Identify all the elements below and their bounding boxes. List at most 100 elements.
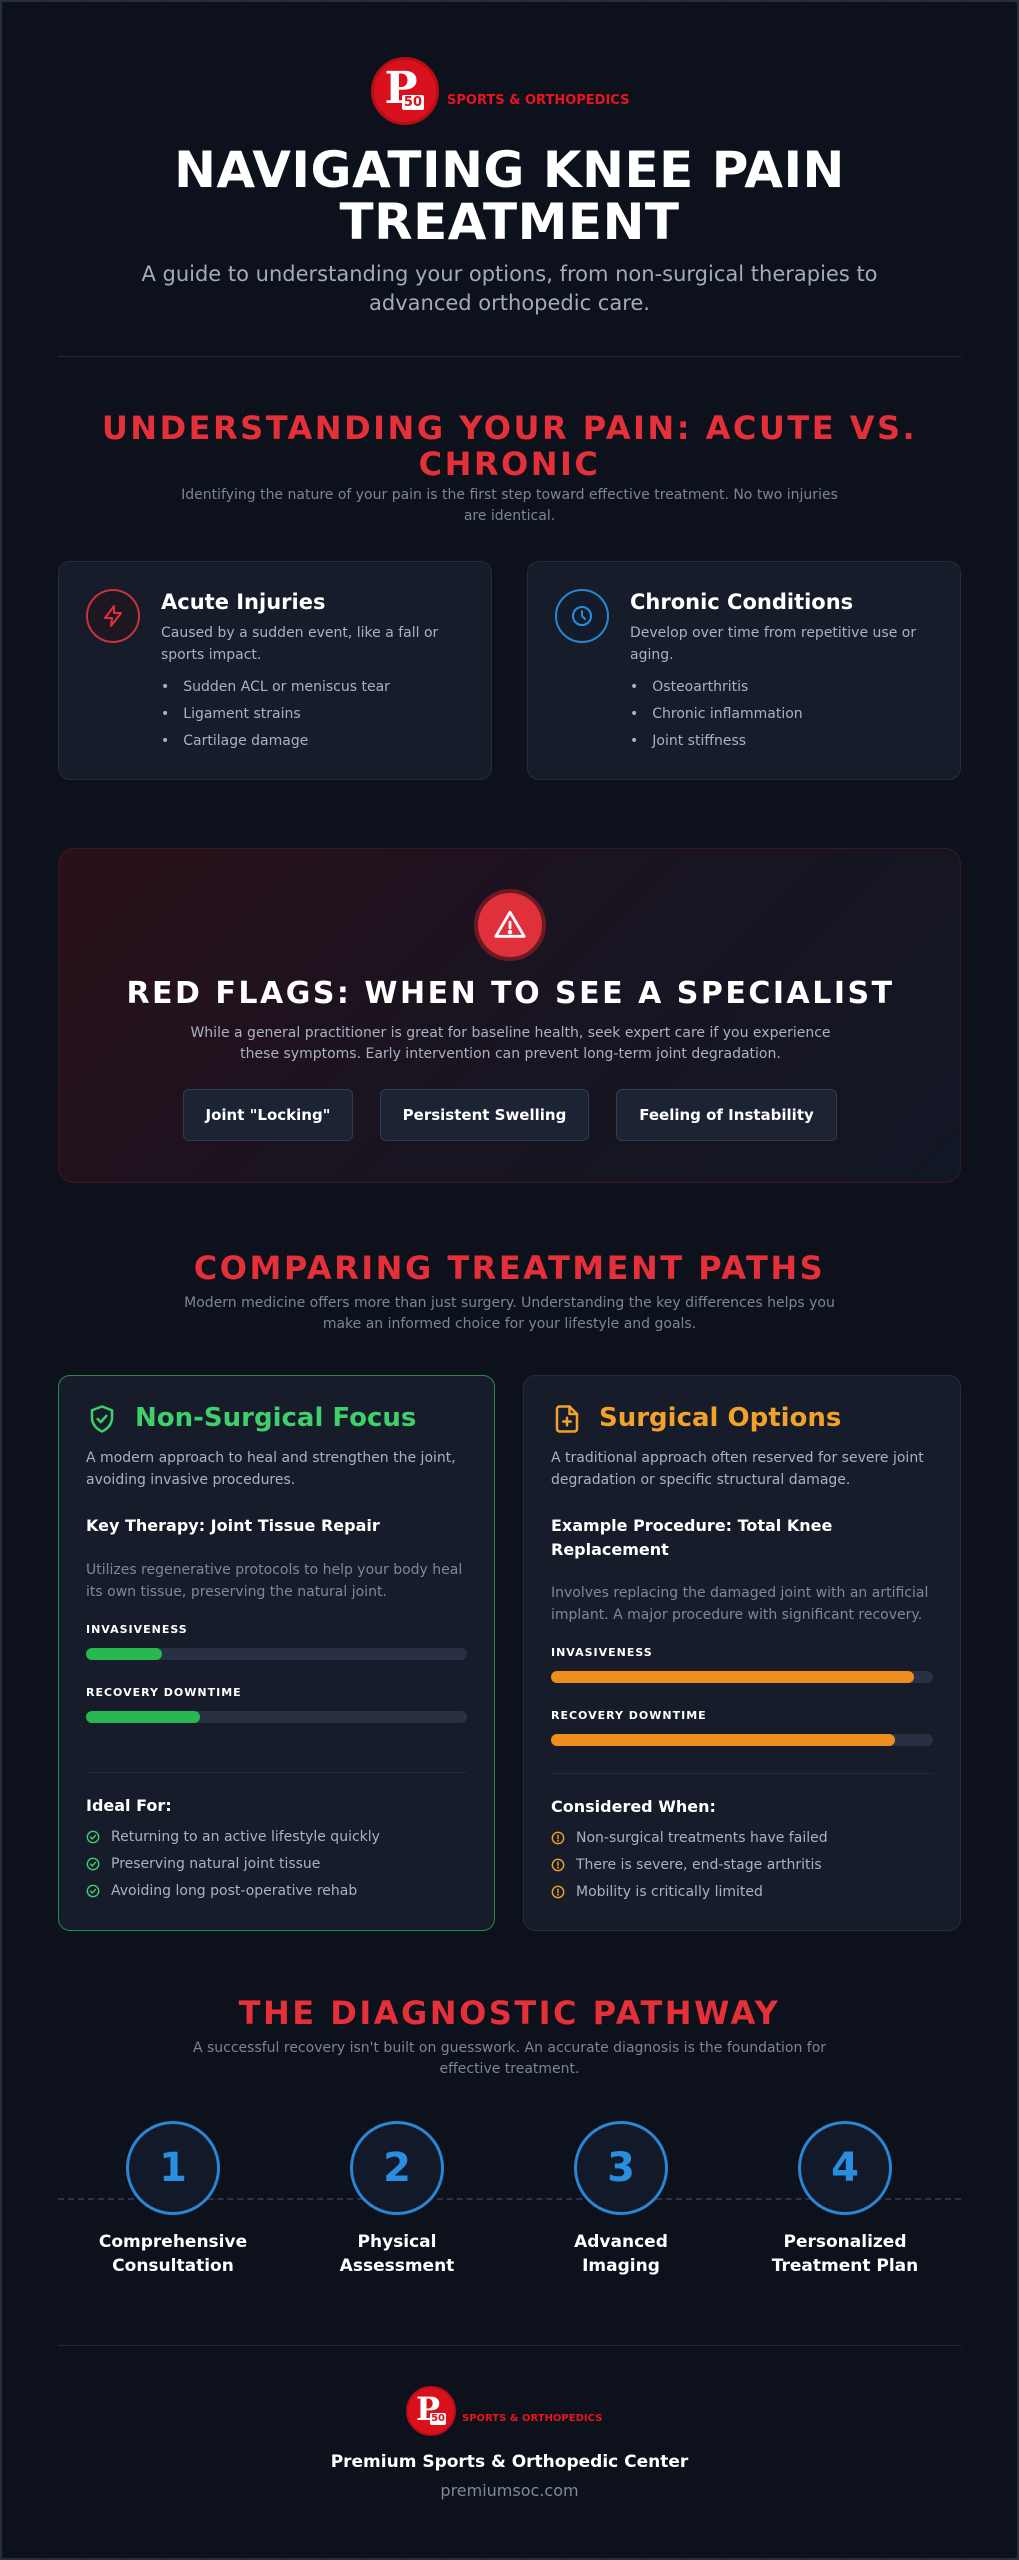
pathway-connector-line bbox=[58, 2198, 961, 2200]
logo-number: 50 bbox=[430, 2413, 446, 2425]
step-3-label-line1: Advanced bbox=[574, 2232, 668, 2252]
logo-number: 50 bbox=[401, 95, 424, 110]
pathway-section-title: THE DIAGNOSTIC PATHWAY bbox=[238, 1994, 781, 2032]
surgical-key-title: Example Procedure: Total Knee Replacemen… bbox=[551, 1514, 832, 1562]
list-item: Joint stiffness bbox=[630, 728, 803, 755]
page-subtitle: A guide to understanding your options, f… bbox=[0, 260, 1019, 318]
invasiveness-bar-fill bbox=[86, 1648, 163, 1660]
list-item-text: Mobility is critically limited bbox=[576, 1883, 763, 1900]
surgical-key-title-line1: Example Procedure: Total Knee bbox=[551, 1516, 833, 1535]
step-2-label: Physical Assessment bbox=[297, 2230, 497, 2278]
flag-feeling-instability[interactable]: Feeling of Instability bbox=[616, 1089, 837, 1141]
alert-circle-icon bbox=[551, 1885, 565, 1898]
invasiveness-label: INVASIVENESS bbox=[86, 1623, 188, 1636]
step-1-label: Comprehensive Consultation bbox=[73, 2230, 273, 2278]
chronic-desc-line1: Develop over time from repetitive use or bbox=[630, 625, 917, 641]
pathway-subtitle-line2: effective treatment. bbox=[439, 2061, 580, 2077]
check-circle-icon bbox=[86, 1830, 100, 1843]
flag-persistent-swelling[interactable]: Persistent Swelling bbox=[380, 1089, 589, 1141]
list-item: Cartilage damage bbox=[161, 728, 390, 755]
invasiveness-bar-fill bbox=[551, 1671, 914, 1683]
page-subtitle-line2: advanced orthopedic care. bbox=[369, 291, 650, 315]
acute-title: Acute Injuries bbox=[161, 590, 326, 614]
logo-tagline: SPORTS & ORTHOPEDICS bbox=[462, 2412, 603, 2424]
compare-subtitle-line2: make an informed choice for your lifesty… bbox=[322, 1316, 697, 1332]
compare-subtitle-line1: Modern medicine offers more than just su… bbox=[184, 1295, 835, 1311]
brand-logo[interactable]: P 50 Premium SPORTS & ORTHOPEDICS bbox=[371, 57, 629, 125]
pain-subtitle-line1: Identifying the nature of your pain is t… bbox=[181, 487, 838, 503]
non-surgical-key-desc-line2: its own tissue, preserving the natural j… bbox=[86, 1584, 387, 1600]
step-2-circle: 2 bbox=[350, 2121, 444, 2215]
compare-section-subtitle: Modern medicine offers more than just su… bbox=[0, 1293, 1019, 1335]
step-3-label-line2: Imaging bbox=[582, 2256, 660, 2276]
recovery-downtime-bar bbox=[551, 1734, 933, 1746]
non-surgical-desc-line2: avoiding invasive procedures. bbox=[86, 1472, 296, 1488]
step-3-label: Advanced Imaging bbox=[521, 2230, 721, 2278]
logo-name: Premium bbox=[462, 2395, 533, 2412]
surgical-desc-line1: A traditional approach often reserved fo… bbox=[551, 1450, 924, 1466]
alert-circle-icon bbox=[551, 1858, 565, 1871]
step-1-label-line2: Consultation bbox=[112, 2256, 234, 2276]
step-2-label-line2: Assessment bbox=[339, 2256, 455, 2276]
list-item: There is severe, end-stage arthritis bbox=[551, 1851, 828, 1878]
section-divider bbox=[58, 356, 961, 357]
surgical-key-desc: Involves replacing the damaged joint wit… bbox=[551, 1582, 928, 1626]
shield-check-icon bbox=[90, 1405, 114, 1433]
page-title-line1: NAVIGATING KNEE PAIN bbox=[174, 141, 845, 199]
card-divider bbox=[86, 1772, 467, 1773]
logo-wordmark: Premium SPORTS & ORTHOPEDICS bbox=[447, 72, 629, 110]
list-item-text: Preserving natural joint tissue bbox=[111, 1855, 321, 1872]
red-flags-panel: RED FLAGS: WHEN TO SEE A SPECIALIST Whil… bbox=[58, 848, 961, 1183]
flag-joint-locking[interactable]: Joint "Locking" bbox=[183, 1089, 353, 1141]
list-item: Chronic inflammation bbox=[630, 701, 802, 728]
chronic-title: Chronic Conditions bbox=[630, 590, 854, 614]
footer-logo[interactable]: P 50 Premium SPORTS & ORTHOPEDICS bbox=[406, 2386, 602, 2436]
footer-org-name: Premium Sports & Orthopedic Center bbox=[330, 2452, 689, 2472]
step-2-label-line1: Physical bbox=[357, 2232, 437, 2252]
ideal-for-title: Ideal For: bbox=[86, 1796, 172, 1815]
non-surgical-desc-line1: A modern approach to heal and strengthen… bbox=[86, 1450, 456, 1466]
page-title-line2: TREATMENT bbox=[339, 193, 680, 251]
pain-title-line2: CHRONIC bbox=[418, 445, 601, 483]
alert-circle-icon bbox=[551, 1831, 565, 1844]
list-item: Osteoarthritis bbox=[630, 674, 803, 701]
red-flags-desc-line2: these symptoms. Early intervention can p… bbox=[240, 1046, 781, 1062]
surgical-card: Surgical Options A traditional approach … bbox=[523, 1375, 961, 1931]
page-title: NAVIGATING KNEE PAIN TREATMENT bbox=[0, 144, 1019, 248]
non-surgical-key-title: Key Therapy: Joint Tissue Repair bbox=[86, 1516, 380, 1535]
pathway-section-subtitle: A successful recovery isn't built on gue… bbox=[0, 2038, 1019, 2080]
list-item: Non-surgical treatments have failed bbox=[551, 1824, 828, 1851]
list-item: Avoiding long post-operative rehab bbox=[86, 1877, 380, 1904]
pain-section-subtitle: Identifying the nature of your pain is t… bbox=[0, 485, 1019, 527]
logo-wordmark: Premium SPORTS & ORTHOPEDICS bbox=[462, 2395, 603, 2426]
ideal-for-list: Returning to an active lifestyle quickly… bbox=[86, 1823, 380, 1904]
acute-injuries-card: Acute Injuries Caused by a sudden event,… bbox=[58, 561, 492, 780]
list-item: Sudden ACL or meniscus tear bbox=[161, 674, 390, 701]
list-item: Mobility is critically limited bbox=[551, 1878, 828, 1905]
list-item: Returning to an active lifestyle quickly bbox=[86, 1823, 380, 1850]
compare-section-title: COMPARING TREATMENT PATHS bbox=[193, 1249, 826, 1287]
footer-url-link[interactable]: premiumsoc.com bbox=[440, 2481, 579, 2500]
step-3-circle: 3 bbox=[574, 2121, 668, 2215]
non-surgical-key-desc: Utilizes regenerative protocols to help … bbox=[86, 1559, 462, 1603]
recovery-downtime-bar-fill bbox=[551, 1734, 895, 1746]
non-surgical-card: Non-Surgical Focus A modern approach to … bbox=[58, 1375, 495, 1931]
surgical-key-desc-line2: implant. A major procedure with signific… bbox=[551, 1607, 923, 1623]
chronic-conditions-card: Chronic Conditions Develop over time fro… bbox=[527, 561, 961, 780]
acute-list: Sudden ACL or meniscus tear Ligament str… bbox=[161, 674, 390, 755]
invasiveness-label: INVASIVENESS bbox=[551, 1646, 653, 1659]
check-circle-icon bbox=[86, 1857, 100, 1870]
logo-badge: P 50 bbox=[371, 57, 439, 125]
non-surgical-desc: A modern approach to heal and strengthen… bbox=[86, 1447, 456, 1491]
step-1-circle: 1 bbox=[126, 2121, 220, 2215]
invasiveness-bar bbox=[86, 1648, 467, 1660]
acute-icon-ring bbox=[86, 589, 140, 643]
card-divider bbox=[551, 1773, 933, 1774]
file-plus-icon bbox=[555, 1405, 579, 1433]
non-surgical-key-desc-line1: Utilizes regenerative protocols to help … bbox=[86, 1562, 463, 1578]
step-4-circle: 4 bbox=[798, 2121, 892, 2215]
logo-badge: P 50 bbox=[406, 2386, 456, 2436]
logo-tagline: SPORTS & ORTHOPEDICS bbox=[447, 93, 630, 108]
red-flags-desc-line1: While a general practitioner is great fo… bbox=[190, 1025, 831, 1041]
page-subtitle-line1: A guide to understanding your options, f… bbox=[141, 262, 878, 286]
